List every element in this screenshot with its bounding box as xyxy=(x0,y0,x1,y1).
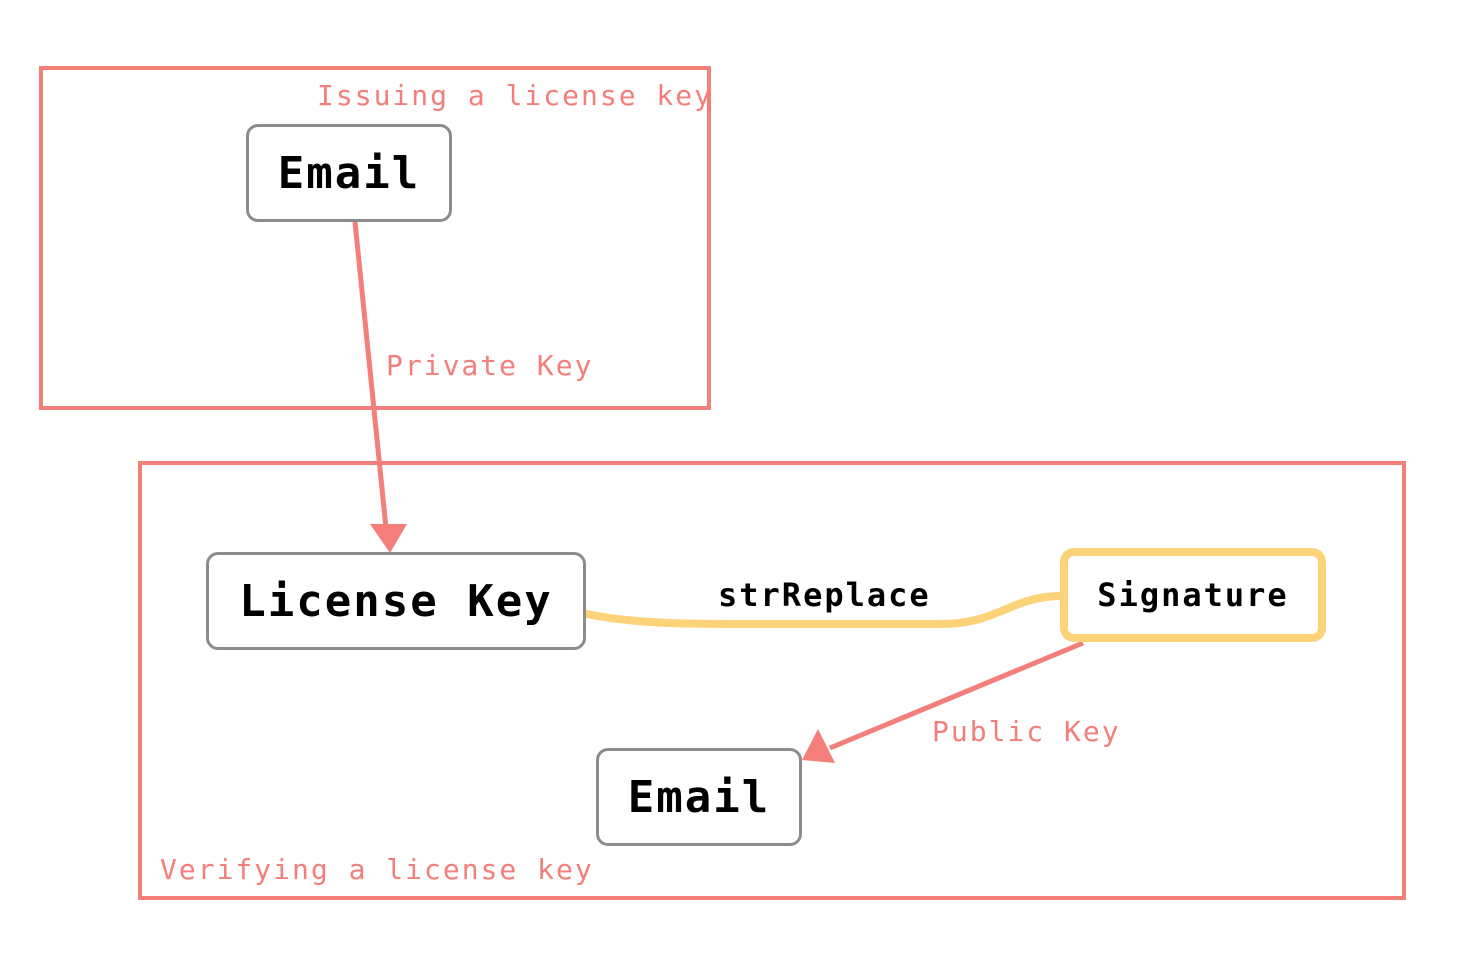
public-key-label: Public Key xyxy=(932,715,1121,748)
email-verify-node: Email xyxy=(596,748,802,846)
issuing-group-label: Issuing a license key xyxy=(317,79,714,112)
issuing-group-frame xyxy=(39,66,711,410)
license-key-node: License Key xyxy=(206,552,586,650)
email-issue-node: Email xyxy=(246,124,452,222)
public-key-arrowhead xyxy=(802,729,835,763)
private-key-label: Private Key xyxy=(386,349,594,382)
private-key-arrowhead xyxy=(370,524,407,553)
email-verify-label: Email xyxy=(627,771,771,823)
verifying-group-label: Verifying a license key xyxy=(160,853,594,886)
license-key-label: License Key xyxy=(239,575,553,627)
str-replace-label: strReplace xyxy=(718,576,931,614)
verifying-group-frame xyxy=(138,461,1406,900)
public-key-arrow-line xyxy=(829,640,1084,751)
signature-label: Signature xyxy=(1097,576,1289,614)
email-issue-label: Email xyxy=(277,147,421,199)
private-key-arrow-line xyxy=(352,221,389,529)
signature-node: Signature xyxy=(1060,548,1326,642)
str-replace-connector xyxy=(583,592,1066,629)
